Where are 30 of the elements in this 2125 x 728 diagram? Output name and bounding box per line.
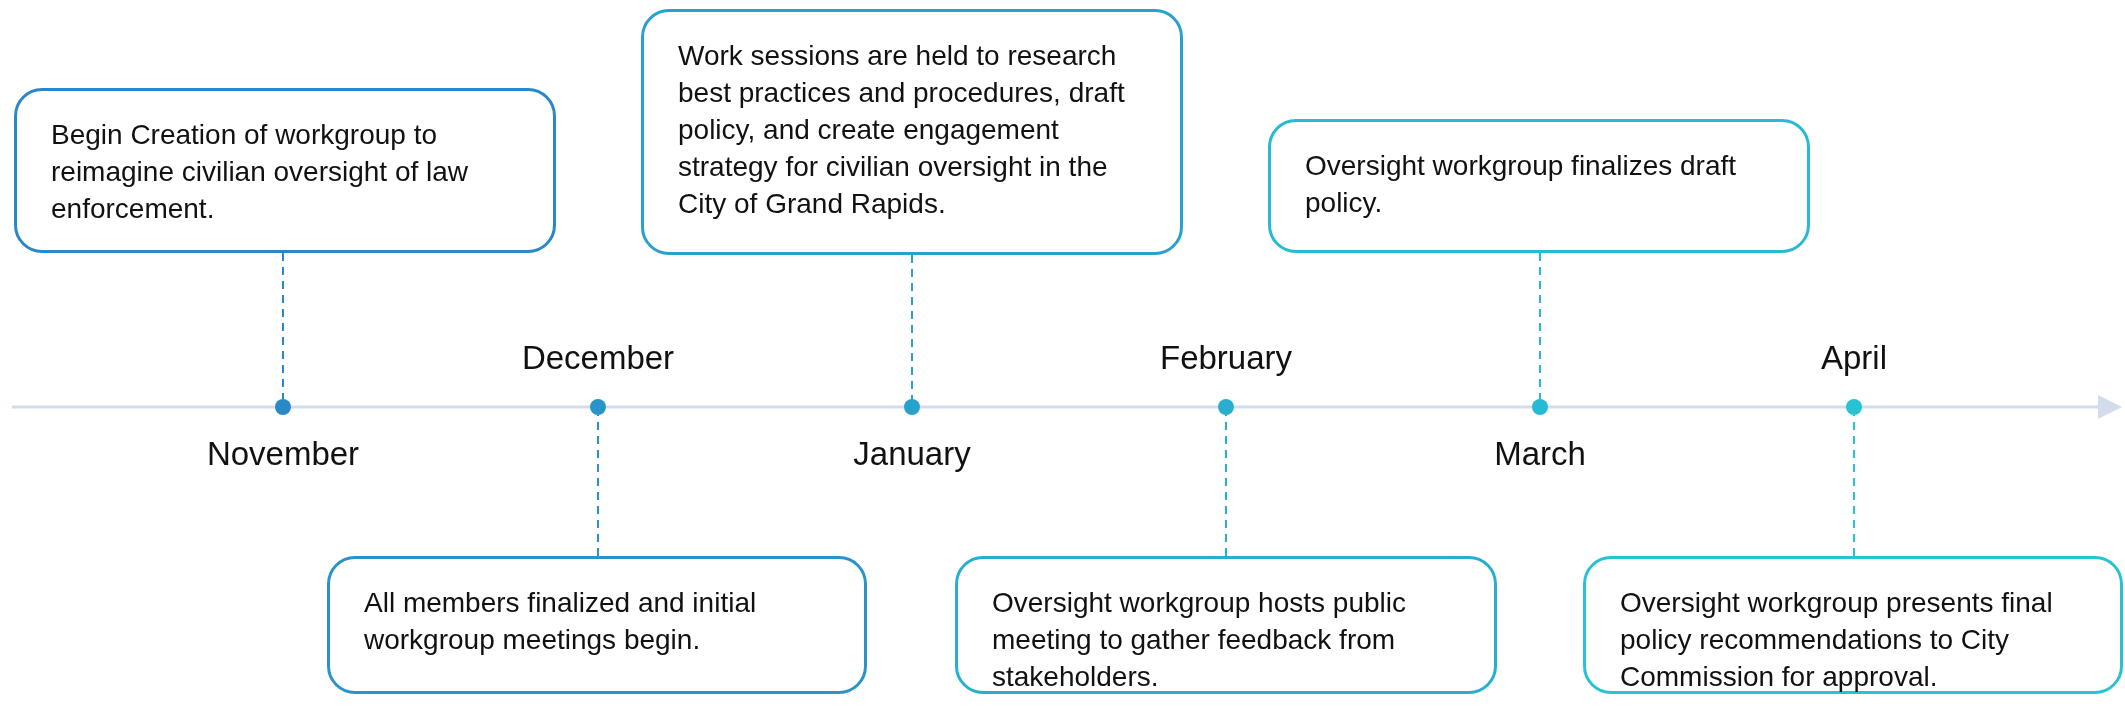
timeline-dot [904,399,920,415]
timeline-dot [1218,399,1234,415]
timeline-dot [275,399,291,415]
month-label: January [853,435,971,473]
event-description: Work sessions are held to research best practices and procedures, draft policy, and create engagement strategy for civilian oversight in the City of Grand Rapids. [678,39,1126,221]
timeline-dot [590,399,606,415]
event-description: Begin Creation of workgroup to reimagine civilian oversight of law enforcement. [51,118,470,226]
month-label: November [206,435,360,473]
month-label: December [521,339,675,377]
leader-line [1853,414,1855,557]
event-box [955,556,1497,694]
leader-line [911,254,913,400]
timeline-dot [1532,399,1548,415]
event-box [327,556,867,694]
event-box [14,88,556,253]
event-box [1268,119,1810,253]
event-description: Oversight workgroup finalizes draft policy. [1305,149,1738,220]
month-label: April [1821,339,1887,377]
month-label: February [1159,339,1293,377]
leader-line [1225,414,1227,557]
event-box [641,9,1183,255]
event-box [1583,556,2123,694]
leader-line [1539,252,1541,400]
event-description: All members finalized and initial workgroup meetings begin. [364,586,758,657]
month-label: March [1494,435,1586,473]
leader-line [597,414,599,557]
event-description: Oversight workgroup presents final policy recommendations to City Commission for approval. [1620,586,2054,694]
leader-line [282,252,284,400]
event-description: Oversight workgroup hosts public meeting to gather feedback from stakeholders. [992,586,1407,694]
timeline-dot [1846,399,1862,415]
